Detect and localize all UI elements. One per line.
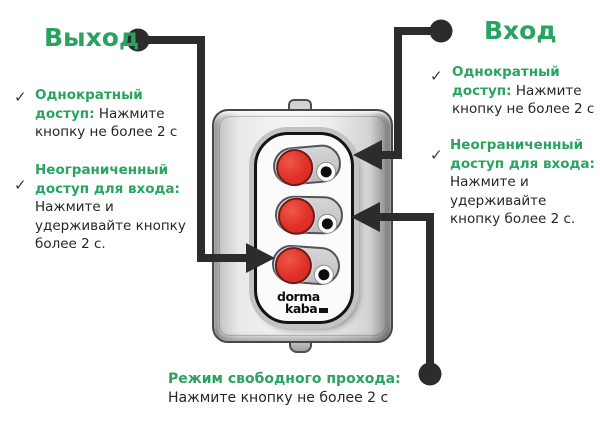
exit-arrowhead-icon [246,243,275,273]
text-line: более 2 с. [35,235,186,254]
text-line: Нажмите и [450,173,595,192]
entry-connector-dot [429,19,453,43]
text-line: доступ для входа: [35,180,186,199]
text-line: Неограниченный [35,161,186,180]
text-line: доступ: Нажмите [35,105,177,124]
text-line: удерживайте [450,192,595,211]
free-pass-arrowhead-icon [351,202,380,232]
text-line: Нажмите кнопку не более 2 с [168,389,401,408]
text-segment: кнопку не более 2 с [452,101,595,118]
exit-connector-dot [126,28,150,52]
checkmark-icon: ✓ [430,146,443,164]
exit-connector-line [138,36,246,262]
text-segment: доступ для входа: [35,180,180,197]
text-segment: Неограниченный [35,162,169,178]
text-line: кнопку не более 2 с [35,123,177,142]
text-line: доступ: Нажмите [452,82,594,101]
dormakaba-mark-icon [319,307,329,313]
text-line: Нажмите и [35,198,186,217]
free-pass-connector-dot [418,362,442,386]
free-pass-connector-line [380,213,434,374]
text-segment: Нажмите и [35,199,114,216]
text-segment: удерживайте [450,192,547,209]
dormakaba-logo: dorma kaba [277,289,329,316]
entry-connector-line [382,27,441,159]
text-segment: Однократный [35,87,143,103]
callout-exit-unlimited-access: Неограниченный доступ для входа: Нажмите и… [35,161,186,254]
logo-line-dorma: dorma [277,289,320,304]
callout-entry-unlimited-access: Неограниченный доступ для входа: Нажмите и… [450,136,595,229]
callout-free-pass-mode: Режим свободного прохода: Нажмите кнопку … [168,370,401,407]
entry-arrowhead-icon [353,140,382,170]
text-segment: доступ: [35,105,95,122]
logo-line-kaba: kaba [285,300,329,316]
text-segment: доступ: [452,82,512,99]
checkmark-icon: ✓ [430,67,443,85]
text-segment: кнопку не более 2 с [35,124,178,141]
text-line: Неограниченный [450,136,595,155]
entry-title: Вход [484,16,557,45]
text-segment: Режим свободного прохода: [168,371,401,387]
text-line: Однократный [35,86,177,105]
exit-title: Выход [44,23,140,52]
text-segment: Нажмите и [450,174,529,191]
text-segment: доступ для входа: [450,155,595,172]
text-segment: более 2 с. [35,236,106,253]
logo-kaba-text: kaba [285,300,318,316]
text-segment: Нажмите [94,105,165,122]
text-segment: Неограниченный [450,137,584,153]
text-line: удерживайте кнопку [35,217,186,236]
text-segment: кнопку более 2 с. [450,211,576,228]
text-line: кнопку более 2 с. [450,210,595,229]
checkmark-icon: ✓ [14,88,27,106]
text-line: Режим свободного прохода: [168,370,401,389]
text-segment: Нажмите кнопку не более 2 с [168,389,389,406]
text-segment: Нажмите [511,82,582,99]
text-segment: Однократный [452,64,560,80]
text-line: кнопку не более 2 с [452,100,594,119]
checkmark-icon: ✓ [14,176,27,194]
text-line: Однократный [452,63,594,82]
text-segment: удерживайте кнопку [35,217,186,234]
text-line: доступ для входа: [450,155,595,174]
